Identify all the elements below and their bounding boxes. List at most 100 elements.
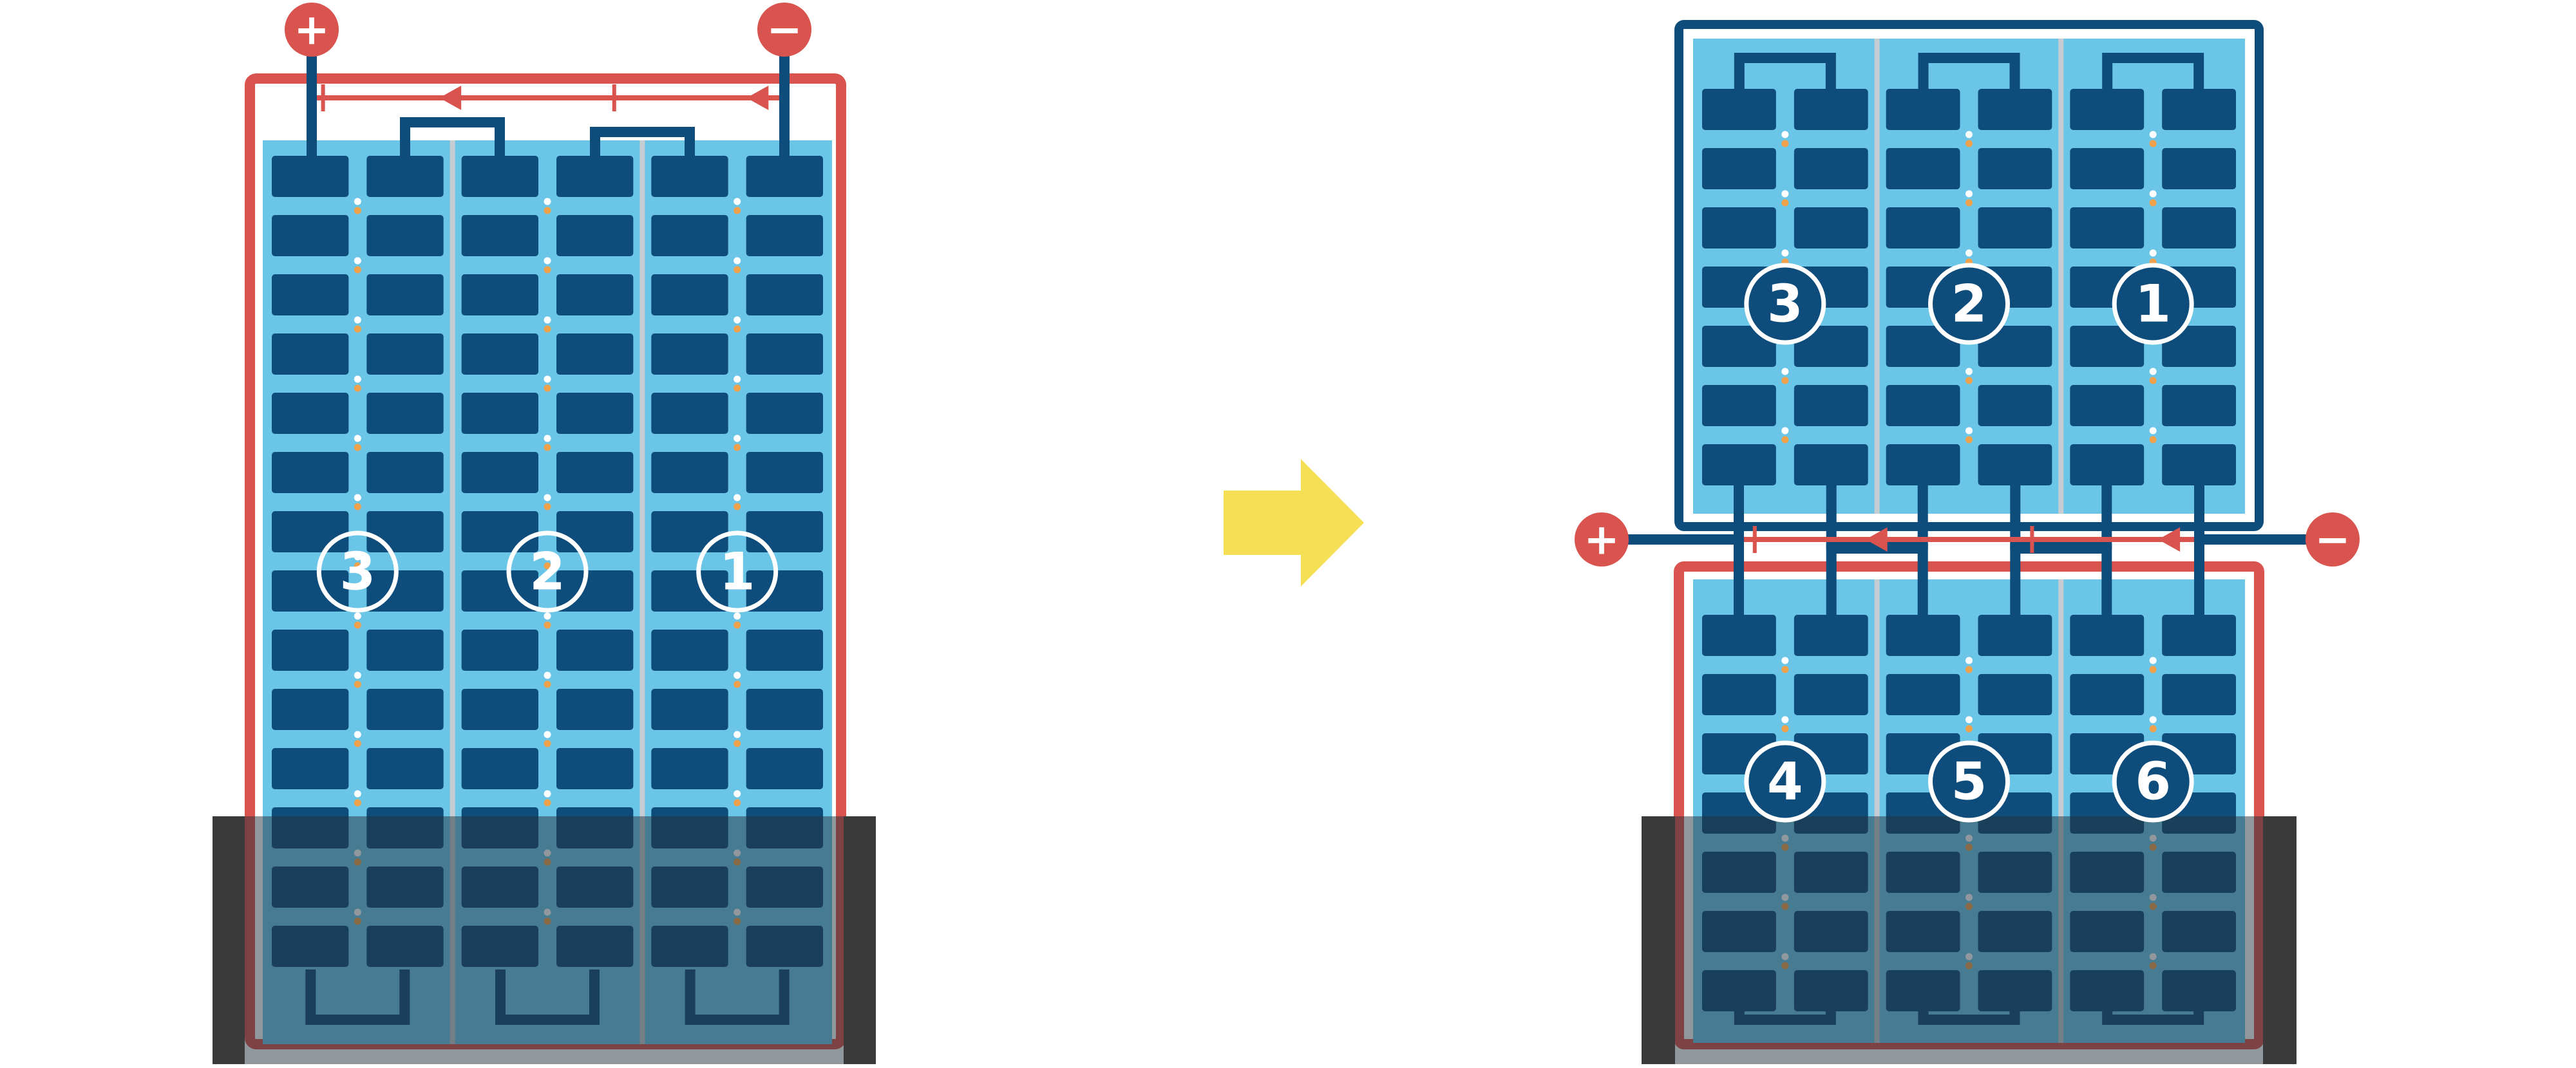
solder-dot-white [734, 494, 741, 501]
solder-dot-orange [354, 444, 361, 451]
solar-cell [1886, 89, 1960, 130]
solar-cell [1978, 674, 2052, 715]
flow-arrow-icon [1865, 527, 1888, 552]
solar-cell [366, 570, 444, 612]
solder-dot-orange [2149, 199, 2157, 207]
solar-cell [746, 689, 823, 730]
solder-dot-white [2149, 657, 2157, 664]
solar-cell [1886, 207, 1960, 248]
solar-cell [461, 215, 538, 256]
positive-terminal-lead [1734, 476, 1744, 622]
solar-cell [461, 570, 538, 612]
solder-dot-white [544, 198, 551, 205]
solder-dot-orange [1781, 199, 1789, 207]
string-connector-top [2102, 53, 2204, 91]
solar-cell [1978, 207, 2052, 248]
string-label-circle [1744, 740, 1826, 823]
solar-cell [651, 393, 728, 434]
solder-dot-orange [1781, 725, 1789, 733]
string-label-circle [316, 530, 399, 613]
solder-dot-white [1781, 657, 1789, 664]
positive-terminal-circle [1575, 512, 1629, 567]
solar-cell [651, 630, 728, 671]
solder-dot-white [1781, 190, 1789, 198]
solder-dot-white [544, 790, 551, 798]
solder-dot-white [354, 435, 361, 442]
solar-cell [1978, 89, 2052, 130]
solar-cell [1886, 674, 1960, 715]
solar-cell [461, 511, 538, 552]
solder-dot-white [1965, 190, 1973, 198]
solar-cell [746, 274, 823, 315]
solar-cell [2162, 444, 2236, 485]
solar-cell [461, 393, 538, 434]
solder-dot-orange [734, 503, 741, 511]
solar-cell [1794, 615, 1868, 656]
solar-cell [461, 689, 538, 730]
negative-terminal-circle [2306, 512, 2360, 567]
solar-cell [366, 452, 444, 493]
solder-dot-orange [2149, 140, 2157, 147]
solder-dot-white [734, 257, 741, 265]
solder-dot-white [544, 671, 551, 679]
solder-dot-orange [734, 740, 741, 747]
solder-dot-white [2149, 368, 2157, 375]
solder-dot-orange [354, 325, 361, 333]
solder-dot-white [1781, 368, 1789, 375]
solar-cell [746, 570, 823, 612]
solar-cell [461, 630, 538, 671]
string-connector-top [1734, 53, 1836, 91]
solar-cell [2070, 148, 2145, 189]
shade-bar-left [213, 816, 245, 1064]
solder-dot-orange [1965, 666, 1973, 673]
solder-dot-orange [354, 266, 361, 274]
solder-dot-white [1965, 427, 1973, 435]
solar-cell [366, 511, 444, 552]
solder-dot-white [1965, 368, 1973, 375]
string-connector-top [1918, 53, 2020, 91]
positive-terminal-circle [285, 3, 339, 57]
solar-cell [556, 215, 634, 256]
solar-cell [556, 452, 634, 493]
solar-cell [556, 393, 634, 434]
solar-cell [1702, 674, 1776, 715]
solar-cell [746, 748, 823, 789]
solder-dot-white [2149, 249, 2157, 257]
solder-dot-orange [1965, 199, 1973, 207]
solder-dot-white [544, 612, 551, 620]
solar-cell [651, 570, 728, 612]
solder-dot-white [734, 198, 741, 205]
shade-bar-left [1642, 816, 1675, 1064]
solder-dot-white [734, 612, 741, 620]
solder-dot-orange [544, 562, 551, 570]
solar-cell [651, 274, 728, 315]
solder-dot-orange [734, 680, 741, 688]
series-bridge-lower [1826, 543, 1928, 619]
shade-overlay [213, 816, 876, 1064]
solder-dot-white [544, 731, 551, 738]
string-label: 1 [719, 542, 755, 602]
string-label-circle [1744, 263, 1826, 345]
solder-dot-white [734, 316, 741, 324]
solar-cell [1794, 385, 1868, 426]
solar-cell [556, 156, 634, 197]
solar-cell [1702, 207, 1776, 248]
solar-cell [1702, 444, 1776, 485]
solar-cell [1794, 444, 1868, 485]
solar-cell [1886, 326, 1960, 367]
solar-cell [366, 689, 444, 730]
solar-cell [556, 630, 634, 671]
terminal-lead-horizontal [2194, 534, 2309, 545]
solder-dot-orange [734, 444, 741, 451]
solar-cell [1886, 615, 1960, 656]
solder-dot-white [734, 790, 741, 798]
solar-cell [2162, 615, 2236, 656]
string-separator [2058, 579, 2064, 1043]
positive-terminal-glyph: + [1584, 515, 1619, 565]
positive-terminal-glyph: + [294, 5, 329, 55]
solar-cell [366, 393, 444, 434]
solder-dot-white [1781, 427, 1789, 435]
solar-cell [651, 215, 728, 256]
string-label: 2 [529, 542, 565, 602]
